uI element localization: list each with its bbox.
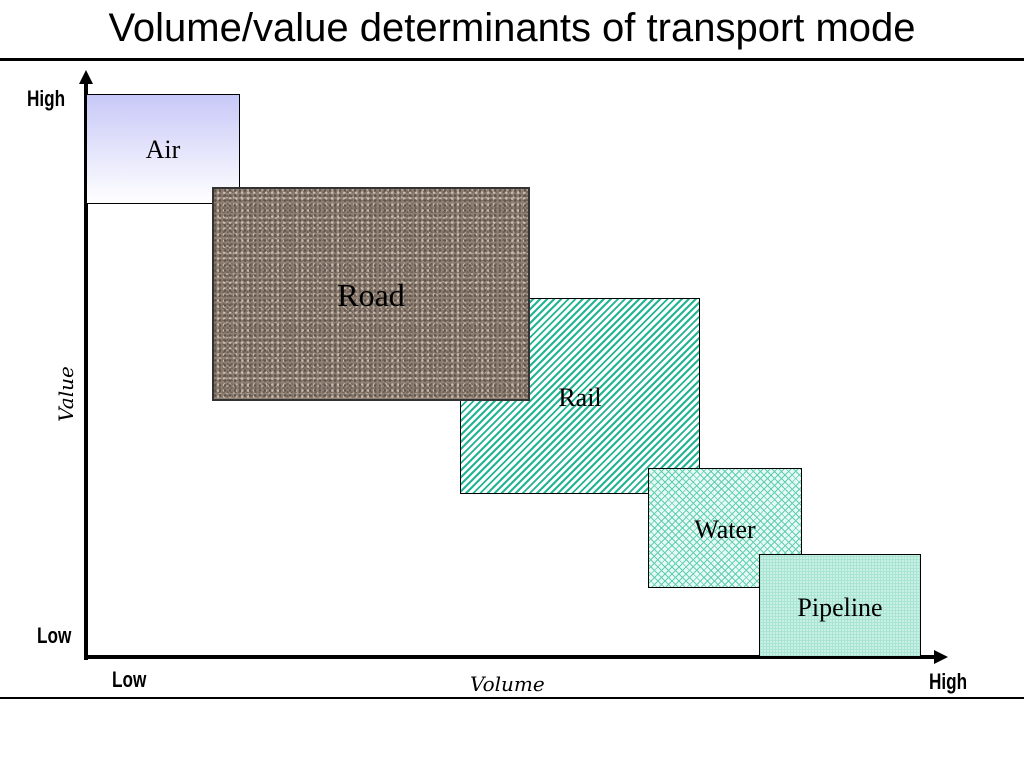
bottom-rule xyxy=(0,697,1024,699)
x-axis-high-label: High xyxy=(929,669,968,694)
mode-label-air: Air xyxy=(145,135,181,164)
y-axis-line xyxy=(84,82,88,660)
mode-label-rail: Rail xyxy=(558,383,602,412)
x-axis-low-label: Low xyxy=(112,667,147,692)
y-axis-arrow-icon xyxy=(79,70,93,84)
y-axis-name: Value xyxy=(54,366,78,422)
mode-box-air: Air xyxy=(86,94,240,204)
x-axis-line xyxy=(84,655,936,659)
page-title: Volume/value determinants of transport m… xyxy=(108,6,916,50)
mode-label-road: Road xyxy=(337,277,405,313)
mode-box-pipeline: Pipeline xyxy=(759,554,921,657)
x-axis-arrow-icon xyxy=(934,650,948,664)
y-axis-high-label: High xyxy=(27,86,66,111)
x-axis-name: Volume xyxy=(470,672,545,696)
mode-label-pipeline: Pipeline xyxy=(797,593,883,622)
top-rule xyxy=(0,58,1024,61)
mode-box-road: Road xyxy=(212,187,530,401)
mode-label-water: Water xyxy=(694,515,756,544)
y-axis-low-label: Low xyxy=(37,623,72,648)
